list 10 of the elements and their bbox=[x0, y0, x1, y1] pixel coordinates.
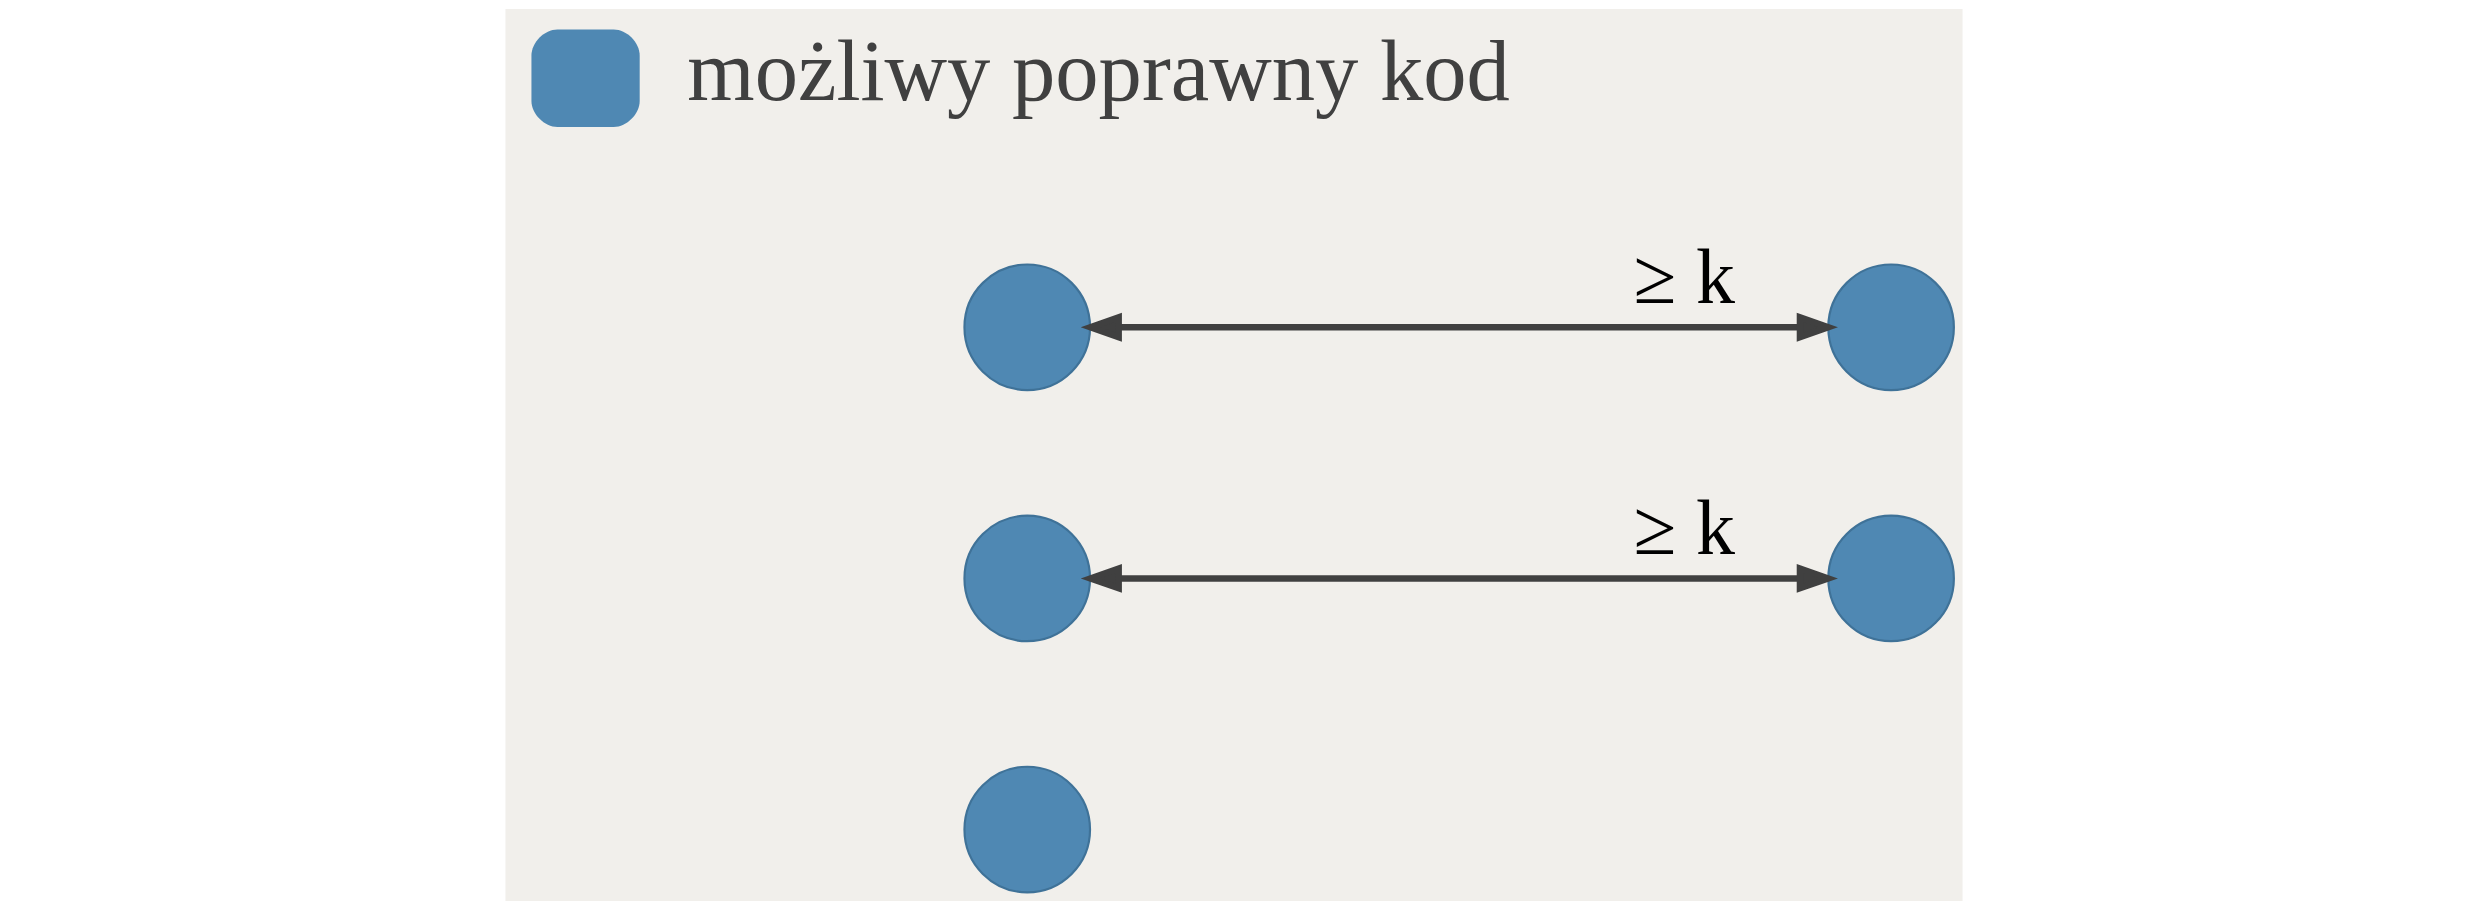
arrow bbox=[1080, 563, 1838, 593]
node-circle bbox=[963, 765, 1092, 893]
legend-label: możliwy poprawny kod bbox=[687, 22, 1510, 119]
node-circle bbox=[1827, 262, 1955, 391]
arrow bbox=[1080, 312, 1838, 342]
node-circle bbox=[963, 514, 1092, 642]
node-circle bbox=[963, 262, 1092, 391]
edge-label: ≥ k bbox=[1633, 484, 1735, 571]
edge-label: ≥ k bbox=[1633, 233, 1735, 320]
node-circle bbox=[1827, 514, 1955, 642]
